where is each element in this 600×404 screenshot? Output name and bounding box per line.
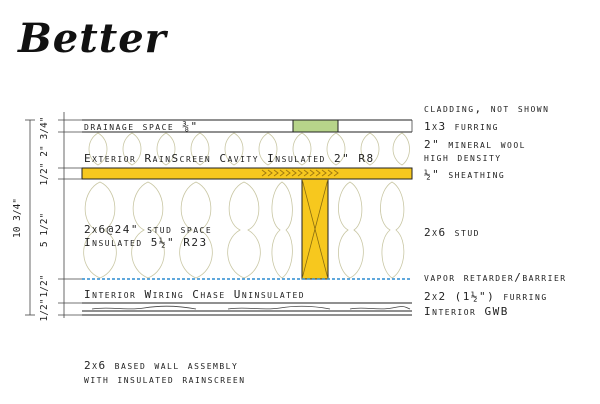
diagram-title: Better	[17, 15, 169, 62]
callout-sheathing: ½" sheathing	[424, 168, 505, 181]
callout-vapor-retarder: vapor retarder/barrier	[424, 271, 567, 284]
label-drainage-space: drainage space ⅜"	[84, 120, 199, 133]
assembly-layer-lines	[82, 119, 413, 133]
stud-section-cross	[301, 178, 329, 280]
dimension-sheathing: 1/2"	[39, 163, 50, 186]
dimension-drainage: 3/4"	[39, 117, 50, 140]
dimension-mineral-wool: 2"	[39, 145, 50, 156]
caption-line-1: 2x6 based wall assembly	[84, 359, 238, 372]
callout-2x2-furring: 2x2 (1½") furring	[424, 290, 548, 303]
mineral-wool-insulation	[88, 132, 410, 166]
label-stud-space: 2x6@24" stud space	[84, 223, 212, 236]
dimension-furring: 1/2"	[39, 299, 50, 322]
callout-mineral-wool: 2" mineral wool	[424, 138, 526, 151]
dimension-lines	[25, 112, 82, 318]
callout-interior-gwb: Interior GWB	[424, 305, 509, 318]
callout-high-density: high density	[424, 151, 502, 164]
sheathing-board	[81, 167, 413, 180]
dimension-vapor: 1/2"	[39, 275, 50, 298]
dimension-stud-space: 5 1/2"	[39, 213, 50, 247]
label-wiring-chase: Interior Wiring Chase Uninsulated	[84, 288, 305, 301]
sheathing-fastener-zone	[261, 169, 339, 177]
dimension-overall: 10 3/4"	[12, 198, 23, 238]
interior-layers	[82, 302, 412, 316]
label-stud-insulation: Insulated 5½" R23	[84, 236, 208, 249]
furring-1x3	[292, 119, 339, 133]
batt-insulation	[83, 181, 405, 279]
caption-line-2: with insulated rainscreen	[84, 373, 246, 386]
callout-cladding: cladding, not shown	[424, 102, 549, 115]
label-rainscreen-cavity: Exterior RainScreen Cavity Insulated 2" …	[84, 152, 375, 165]
callout-stud: 2x6 stud	[424, 226, 480, 239]
callout-1x3-furring: 1x3 furring	[424, 120, 499, 133]
